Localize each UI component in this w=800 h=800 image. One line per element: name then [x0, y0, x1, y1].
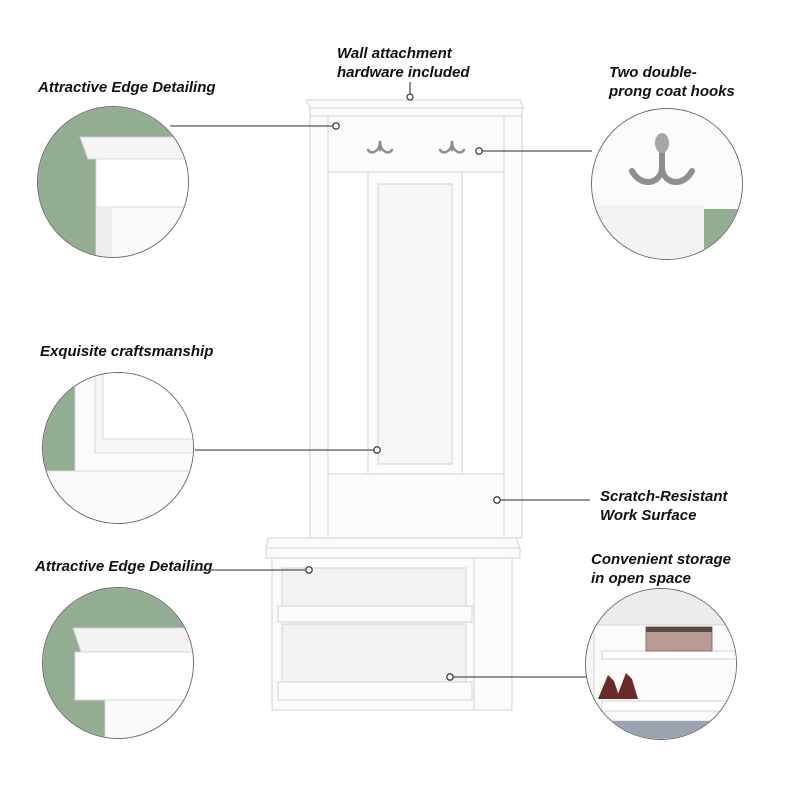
callout-line: Two double-	[609, 64, 697, 81]
high-heel-shoe-icon	[598, 673, 638, 699]
callout-line: Exquisite craftsmanship	[40, 343, 214, 360]
detail-circle-storage	[585, 588, 737, 740]
callout-line: Scratch-Resistant	[600, 488, 728, 505]
detail-circle-edge-top	[37, 106, 189, 258]
callout-line: Attractive Edge Detailing	[35, 558, 213, 575]
callout-line: Convenient storage	[591, 551, 732, 568]
callout-line: hardware included	[337, 64, 470, 81]
callout-wall-attachment: Wall attachment hardware included	[337, 44, 470, 82]
callout-storage: Convenient storage in open space	[591, 550, 731, 588]
callout-coat-hooks: Two double- prong coat hooks	[609, 63, 735, 101]
callout-line: Wall attachment	[337, 45, 452, 62]
callout-craftsmanship: Exquisite craftsmanship	[40, 342, 213, 361]
callout-line: Work Surface	[600, 507, 697, 524]
callout-line: prong coat hooks	[609, 83, 735, 100]
storage-box-icon	[645, 626, 713, 652]
callout-scratch-resistant: Scratch-Resistant Work Surface	[600, 487, 728, 525]
detail-circle-coat-hooks	[591, 108, 743, 260]
detail-circle-craftsmanship	[42, 372, 194, 524]
callout-edge-detailing-top: Attractive Edge Detailing	[38, 78, 216, 97]
coat-hook-icon	[366, 140, 466, 154]
detail-circle-edge-bottom	[42, 587, 194, 739]
callout-edge-detailing-bottom: Attractive Edge Detailing	[35, 557, 213, 576]
callout-line: in open space	[591, 570, 692, 587]
callout-line: Attractive Edge Detailing	[38, 79, 216, 96]
